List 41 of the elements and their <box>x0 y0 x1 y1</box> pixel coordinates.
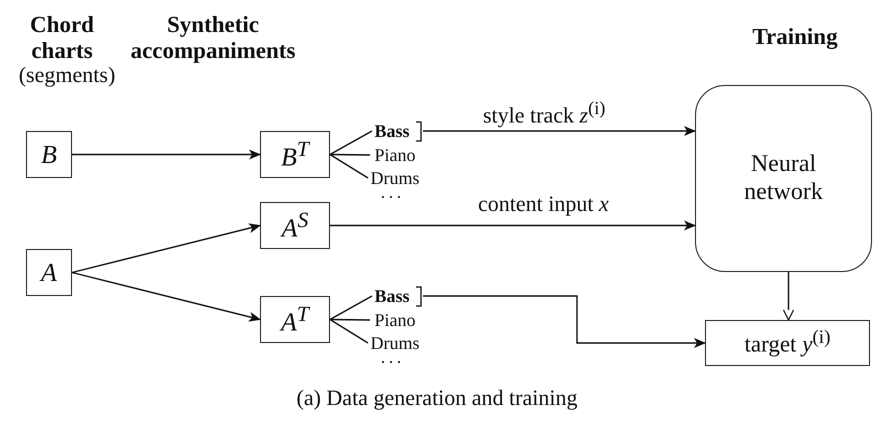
column-heading: Chord charts <box>29 12 95 65</box>
connector-line <box>330 154 370 156</box>
node-text: Drums <box>370 168 420 188</box>
process-box <box>260 202 330 249</box>
ellipsis: ··· <box>379 187 405 208</box>
node-text: Bass <box>374 120 410 142</box>
edge-label: style track z$^{(i)}$ <box>483 98 606 128</box>
node-text: Neural network <box>743 150 824 206</box>
connector-line <box>330 154 368 179</box>
ellipsis: ··· <box>379 352 405 373</box>
node-text: B$^{T}$ <box>281 136 309 172</box>
arrow <box>423 295 706 348</box>
node-text: Piano <box>374 310 416 330</box>
node-text: A$^{S}$ <box>282 208 308 244</box>
arrow <box>72 223 261 274</box>
process-box <box>26 131 72 178</box>
arrow <box>72 272 261 322</box>
node-text: Drums <box>370 332 420 354</box>
network-box <box>695 85 872 272</box>
arrow <box>72 150 261 160</box>
column-heading: Training <box>751 24 839 50</box>
node-text: A <box>41 258 57 288</box>
process-box <box>260 296 330 343</box>
node-text: Bass <box>374 286 410 306</box>
process-box <box>260 131 330 178</box>
node-text: A$^{T}$ <box>281 302 309 338</box>
arrow <box>330 220 696 230</box>
node-text: B <box>41 140 57 170</box>
connector-line <box>330 130 372 156</box>
arrow <box>782 272 794 321</box>
node-text: Piano <box>374 144 416 166</box>
column-heading: Synthetic accompaniments <box>130 12 296 65</box>
caption: (a) Data generation and training <box>296 385 578 411</box>
column-subheading: (segments) <box>18 62 116 88</box>
node-text: target y$^{(i)}$ <box>744 327 830 359</box>
process-box <box>26 249 72 296</box>
connector-line <box>330 295 372 320</box>
process-box <box>705 320 870 366</box>
arrow <box>423 126 696 136</box>
connector-line <box>330 318 368 344</box>
connector-line <box>330 318 370 321</box>
